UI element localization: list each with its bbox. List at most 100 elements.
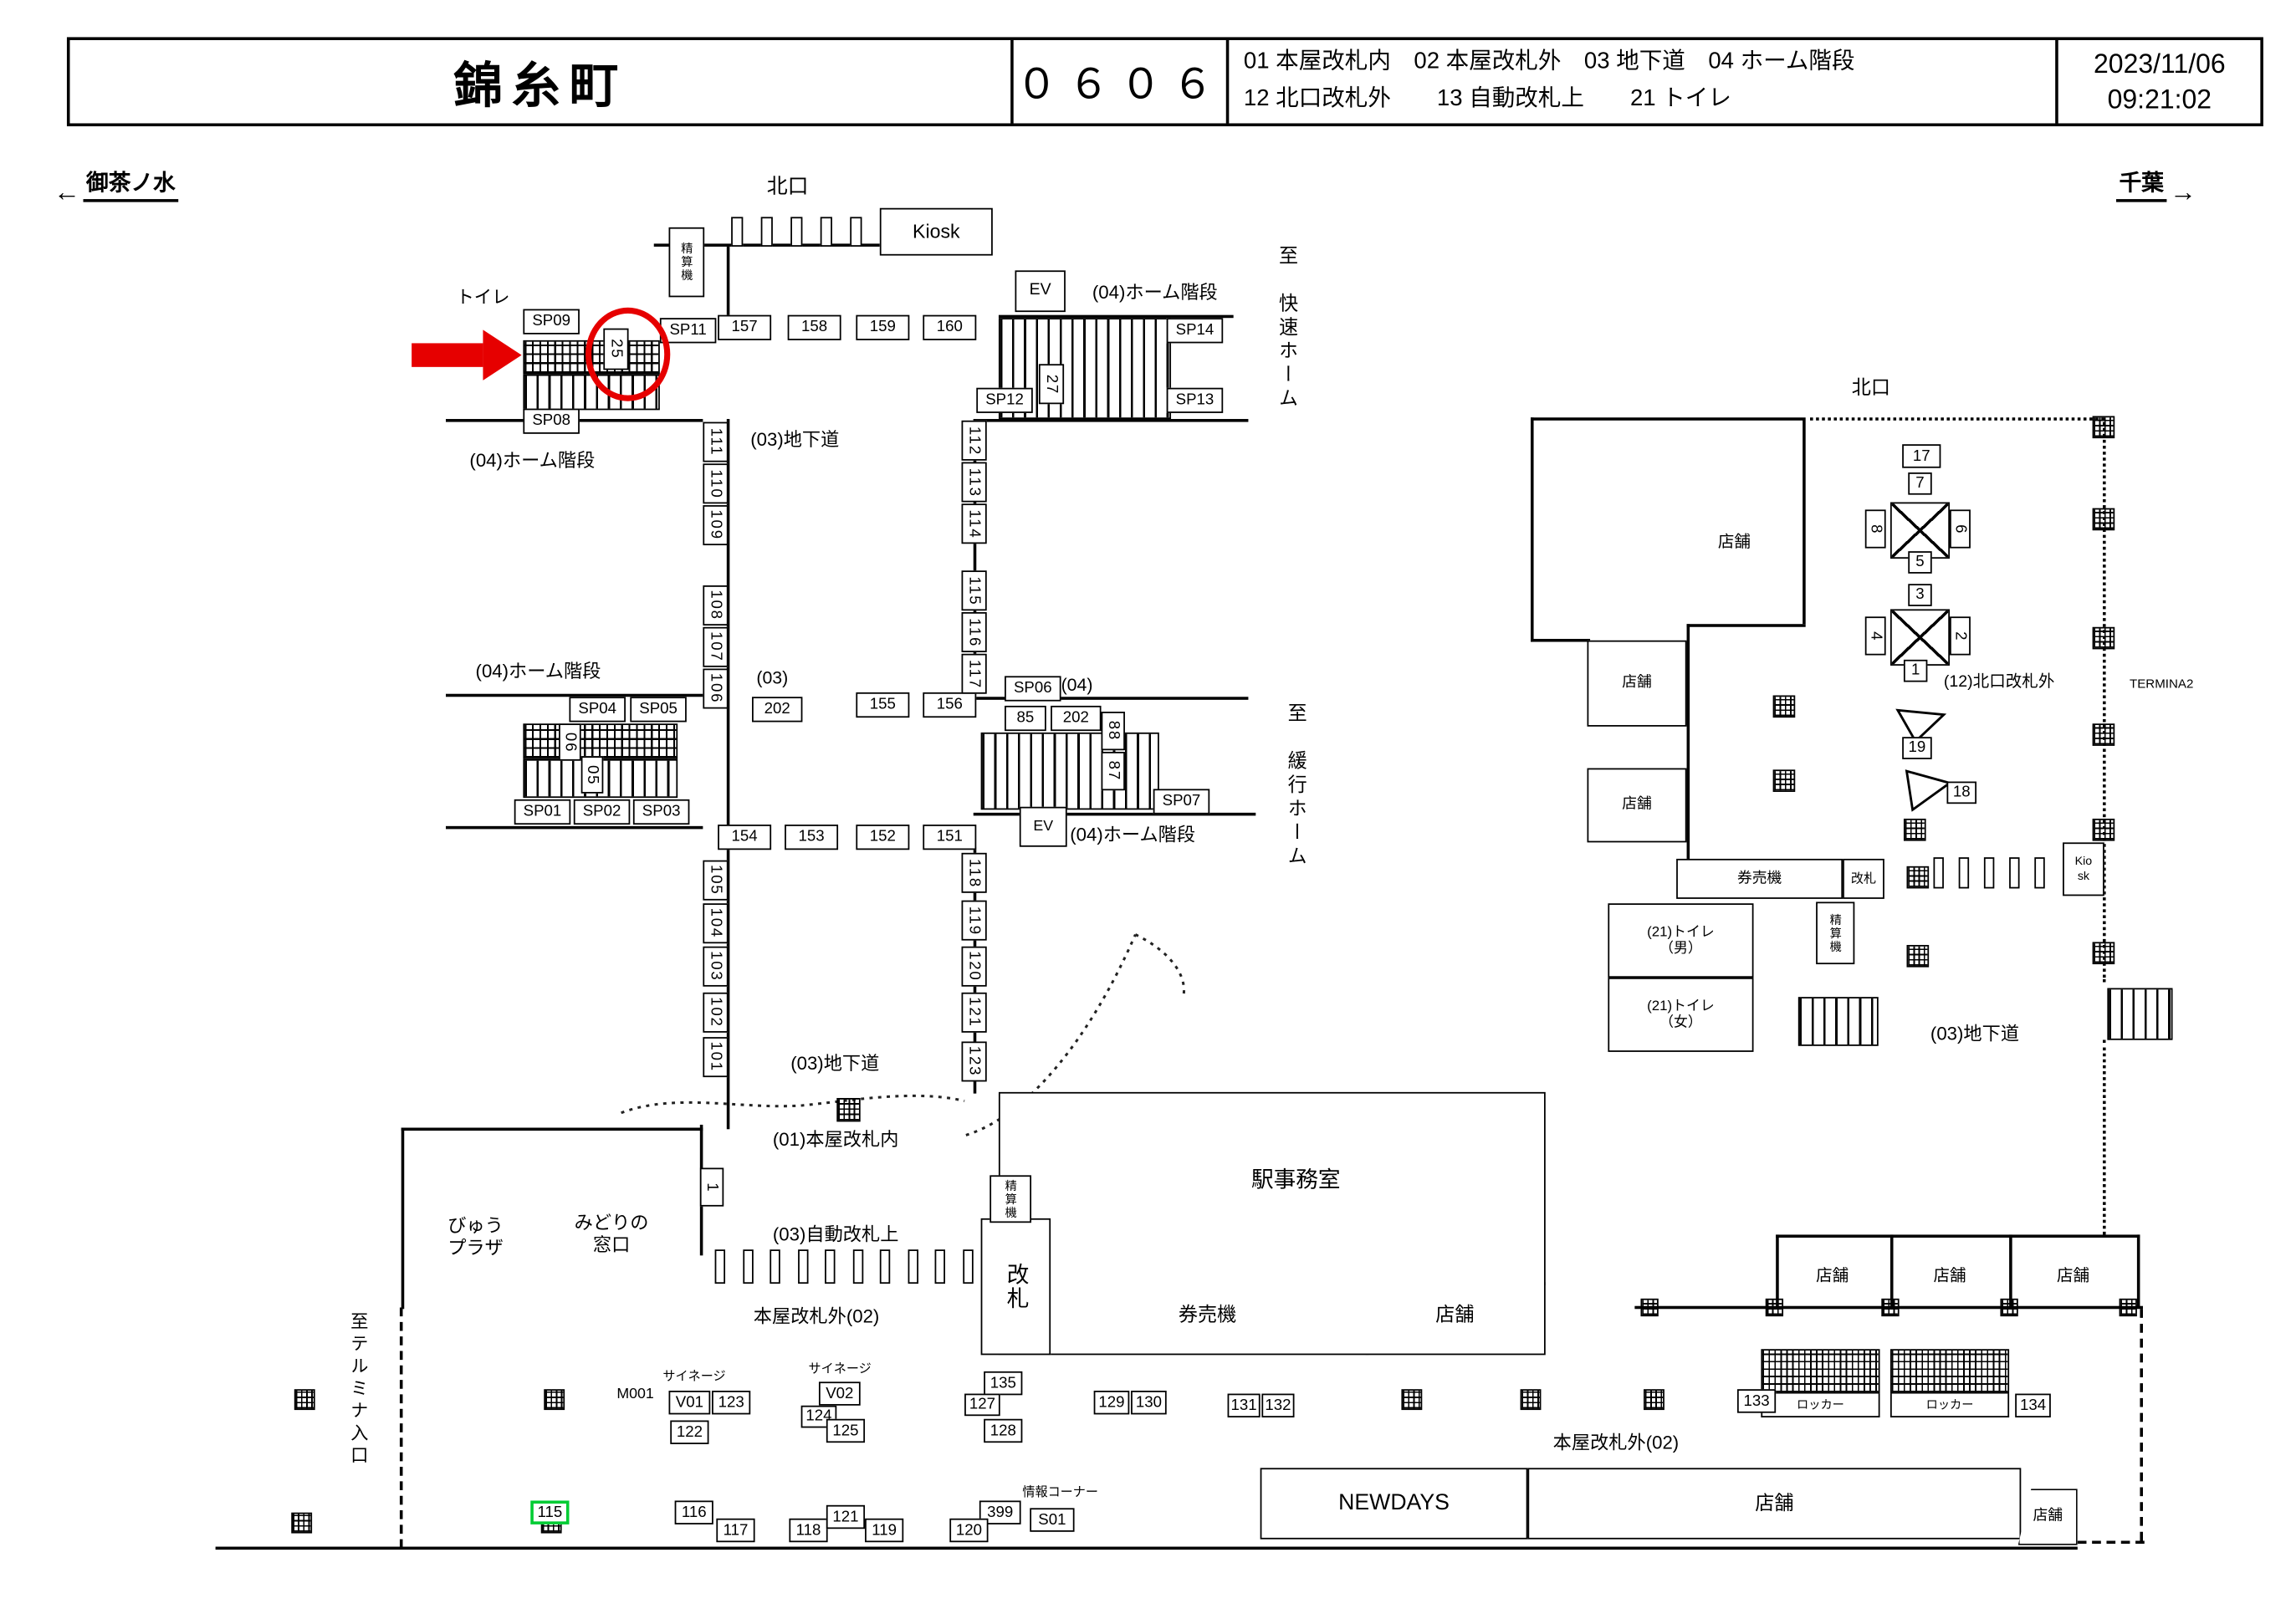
pos-box-108[interactable]: 108 xyxy=(703,585,729,626)
pos-box-133[interactable]: 133 xyxy=(1736,1389,1777,1413)
pos-box-102[interactable]: 102 xyxy=(703,992,729,1033)
pos-box-132[interactable]: 132 xyxy=(1261,1393,1295,1417)
pos-box-sp05[interactable]: SP05 xyxy=(630,697,687,723)
pos-box-159[interactable]: 159 xyxy=(856,314,910,340)
pos-box-160[interactable]: 160 xyxy=(923,314,977,340)
pos-box-157[interactable]: 157 xyxy=(718,314,772,340)
pos-box-152[interactable]: 152 xyxy=(856,825,910,850)
pos-box-sp07[interactable]: SP07 xyxy=(1153,789,1210,815)
pos-box-115-a[interactable]: 115 xyxy=(961,570,987,611)
pos-box-18[interactable]: 18 xyxy=(1946,781,1977,804)
pos-box-134[interactable]: 134 xyxy=(2015,1393,2051,1417)
pos-box-111[interactable]: 111 xyxy=(703,421,729,462)
pos-box-154[interactable]: 154 xyxy=(718,825,772,850)
pos-box-121-a[interactable]: 121 xyxy=(961,992,987,1033)
pos-box-sp08[interactable]: SP08 xyxy=(523,408,580,434)
pos-box-6[interactable]: 6 xyxy=(1950,509,1971,549)
pos-box-114[interactable]: 114 xyxy=(961,503,987,544)
pos-box-121-b[interactable]: 121 xyxy=(826,1504,866,1530)
pos-box-sp12[interactable]: SP12 xyxy=(976,387,1033,413)
room-ticket-machines-north: 券売機 xyxy=(1676,858,1843,899)
wall-dash-34 xyxy=(2077,1540,2145,1544)
pos-box-122[interactable]: 122 xyxy=(670,1420,709,1444)
pos-box-1-concourse[interactable]: 1 xyxy=(699,1167,724,1207)
pos-box-116-b[interactable]: 116 xyxy=(674,1500,713,1524)
pos-box-123[interactable]: 123 xyxy=(712,1390,751,1415)
room-newdays: NEWDAYS xyxy=(1260,1468,1528,1540)
north-gates-ticks-4 xyxy=(850,217,862,247)
pos-box-06[interactable]: 06 xyxy=(559,723,581,761)
wall-18 xyxy=(1531,638,1591,642)
pos-box-sp09[interactable]: SP09 xyxy=(523,309,580,335)
pos-box-27[interactable]: 27 xyxy=(1038,364,1065,405)
pos-box-104[interactable]: 104 xyxy=(703,903,729,944)
pos-box-120-b[interactable]: 120 xyxy=(949,1518,989,1543)
pos-box-127[interactable]: 127 xyxy=(964,1393,1000,1417)
pos-box-128[interactable]: 128 xyxy=(984,1418,1023,1443)
pos-box-115-highlight[interactable]: 115 xyxy=(530,1500,570,1524)
pos-box-info-s01[interactable]: S01 xyxy=(1030,1508,1075,1532)
pos-box-7[interactable]: 7 xyxy=(1908,472,1932,495)
pos-box-112[interactable]: 112 xyxy=(961,420,987,461)
pos-box-107[interactable]: 107 xyxy=(703,626,729,667)
pos-box-101[interactable]: 101 xyxy=(703,1037,729,1078)
pos-box-106[interactable]: 106 xyxy=(703,668,729,709)
room-toilet-women: (21)トイレ （女） xyxy=(1608,978,1754,1052)
pos-box-19[interactable]: 19 xyxy=(1902,737,1932,759)
pos-box-202-a[interactable]: 202 xyxy=(752,697,803,723)
pos-box-125[interactable]: 125 xyxy=(826,1418,866,1443)
pos-box-110[interactable]: 110 xyxy=(703,463,729,504)
pos-box-119-b[interactable]: 119 xyxy=(865,1518,904,1543)
pos-box-113[interactable]: 113 xyxy=(961,462,987,503)
pos-box-sp13[interactable]: SP13 xyxy=(1166,387,1224,413)
pos-box-103[interactable]: 103 xyxy=(703,946,729,987)
pos-box-158[interactable]: 158 xyxy=(787,314,841,340)
pos-box-119-a[interactable]: 119 xyxy=(961,900,987,941)
pos-box-117-b[interactable]: 117 xyxy=(716,1518,755,1543)
pos-box-130[interactable]: 130 xyxy=(1131,1390,1167,1415)
pos-box-4[interactable]: 4 xyxy=(1864,616,1886,656)
pos-box-sp02[interactable]: SP02 xyxy=(573,799,631,825)
date-label: 2023/11/06 xyxy=(2094,49,2226,79)
pos-box-118-b[interactable]: 118 xyxy=(789,1518,828,1543)
pos-box-105[interactable]: 105 xyxy=(703,860,729,901)
pos-box-88[interactable]: 88 xyxy=(1101,712,1125,751)
pos-box-sp01[interactable]: SP01 xyxy=(514,799,571,825)
pos-box-sp14[interactable]: SP14 xyxy=(1166,318,1224,344)
pos-box-151[interactable]: 151 xyxy=(923,825,977,850)
pos-box-8[interactable]: 8 xyxy=(1864,509,1886,549)
room-kiosk-north: Kiosk xyxy=(879,207,993,256)
pos-box-sp04[interactable]: SP04 xyxy=(569,697,626,723)
pos-box-202-b[interactable]: 202 xyxy=(1051,705,1102,732)
pos-box-signage-v01[interactable]: V01 xyxy=(668,1390,711,1415)
pos-box-sp06[interactable]: SP06 xyxy=(1005,676,1061,702)
pos-box-117-a[interactable]: 117 xyxy=(961,653,987,694)
pos-box-120-a[interactable]: 120 xyxy=(961,946,987,987)
label-inside-main-gates: (01)本屋改札内 xyxy=(772,1129,899,1151)
pos-box-109[interactable]: 109 xyxy=(703,505,729,546)
pos-box-135[interactable]: 135 xyxy=(984,1371,1023,1396)
pos-box-sp03[interactable]: SP03 xyxy=(632,799,690,825)
pos-box-399[interactable]: 399 xyxy=(979,1500,1021,1524)
pos-box-2[interactable]: 2 xyxy=(1950,616,1971,656)
pos-box-5[interactable]: 5 xyxy=(1908,551,1932,574)
pos-box-153[interactable]: 153 xyxy=(785,825,839,850)
pos-box-118-a[interactable]: 118 xyxy=(961,852,987,893)
pos-box-sp11[interactable]: SP11 xyxy=(659,318,717,344)
pos-box-05[interactable]: 05 xyxy=(580,756,604,794)
pos-box-123-a[interactable]: 123 xyxy=(961,1041,987,1082)
pos-box-129[interactable]: 129 xyxy=(1093,1390,1130,1415)
pos-box-85[interactable]: 85 xyxy=(1005,705,1046,732)
pos-box-3[interactable]: 3 xyxy=(1908,584,1932,606)
north-exit-gates-ticks-1 xyxy=(1958,857,1970,889)
pos-box-131[interactable]: 131 xyxy=(1227,1393,1260,1417)
pos-box-87[interactable]: 87 xyxy=(1101,752,1125,791)
pos-box-116-a[interactable]: 116 xyxy=(961,612,987,652)
pos-box-1-north[interactable]: 1 xyxy=(1903,659,1928,682)
pos-box-124[interactable]: 124 xyxy=(800,1405,837,1428)
pos-box-signage-v02[interactable]: V02 xyxy=(818,1381,861,1406)
pos-box-17[interactable]: 17 xyxy=(1902,444,1941,468)
pos-box-155[interactable]: 155 xyxy=(856,692,910,718)
label-north-exit-left: 北口 xyxy=(766,173,809,198)
pos-box-156[interactable]: 156 xyxy=(923,692,977,718)
